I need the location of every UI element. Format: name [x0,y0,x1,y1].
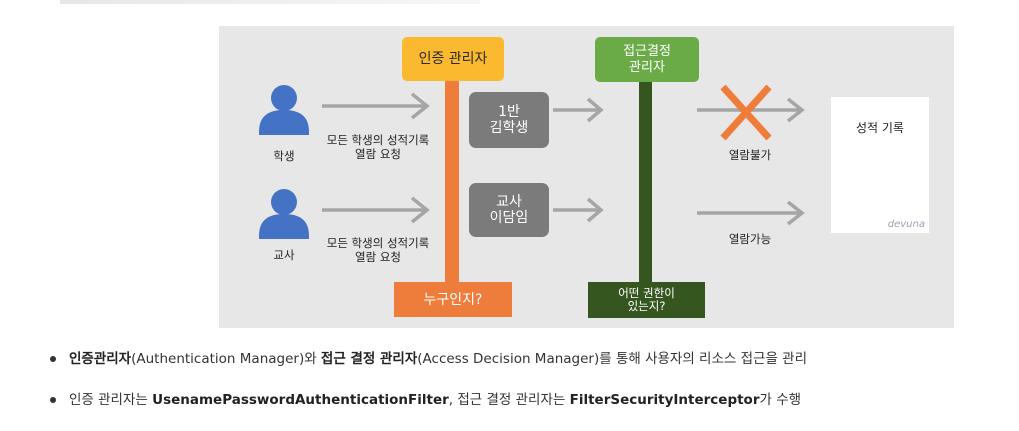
deny-x-icon [720,84,772,141]
bullet1-seg4: (Access Decision Manager)를 통해 사용자의 리소스 접… [417,351,808,367]
student-person-icon [259,85,309,135]
bullet-list: 인증관리자(Authentication Manager)와 접근 결정 관리자… [48,349,998,431]
question-what-line1: 어떤 권한이 [618,286,675,300]
arrow-student-to-auth [322,92,430,120]
result-allowed-label: 열람가능 [728,232,772,246]
teacher-request-line2: 열람 요청 [355,250,401,264]
grade-record-card: 성적 기록 devuna [831,97,929,233]
bullet1-seg1: 인증관리자 [69,351,132,367]
bullet2-seg3: , 접근 결정 관리자는 [448,392,570,408]
identity-box-teacher: 교사 이담임 [469,183,549,237]
access-manager-label: 접근결정 관리자 [623,44,671,76]
auth-manager-label: 인증 관리자 [418,51,488,67]
identity-teacher-line1: 교사 [496,194,522,210]
question-what-box: 어떤 권한이 있는지? [588,282,705,318]
bullet-dot-icon [50,397,56,403]
teacher-label: 교사 [273,248,295,262]
access-manager-label-line2: 관리자 [629,59,665,75]
arrow-kim-to-access [553,97,604,123]
teacher-request-line1: 모든 학생의 성적기록 [326,236,430,250]
question-what-line2: 있는지? [627,299,666,313]
identity-teacher-label: 교사 이담임 [490,194,529,226]
bullet2-seg1: 인증 관리자는 [69,392,153,408]
identity-teacher-line2: 이담임 [489,210,529,226]
bullet-item-1: 인증관리자(Authentication Manager)와 접근 결정 관리자… [48,349,998,369]
student-request-line2: 열람 요청 [355,147,401,161]
identity-student-line1: 1반 [498,104,520,120]
access-manager-label-line1: 접근결정 [623,43,671,59]
bullet2-seg4: FilterSecurityInterceptor [569,392,760,408]
identity-student-line2: 김학생 [489,120,529,136]
arrow-to-record-allowed [697,200,805,226]
bullet2-seg2: UsenamePasswordAuthenticationFilter [152,392,449,408]
top-edge-fade [60,0,480,4]
bullet1-seg2: (Authentication Manager)와 [131,351,321,367]
identity-student-label: 1반 김학생 [490,104,529,136]
arrow-teacher-to-auth [322,196,430,224]
auth-manager-bar [445,81,459,282]
arrow-lee-to-access [553,197,604,223]
grade-record-title: 성적 기록 [856,121,904,135]
identity-box-student: 1반 김학생 [469,92,549,148]
student-request-line1: 모든 학생의 성적기록 [326,133,430,147]
access-manager-bar [639,82,652,282]
access-manager-box: 접근결정 관리자 [595,37,699,82]
question-who-box: 누구인지? [394,282,512,317]
auth-manager-box: 인증 관리자 [402,37,504,81]
bullet2-seg5: 가 수행 [759,392,802,408]
bullet-dot-icon [50,356,56,362]
question-what-label: 어떤 권한이 있는지? [618,287,675,313]
student-request-label: 모든 학생의 성적기록 열람 요청 [313,133,443,161]
question-who-label: 누구인지? [423,291,483,308]
watermark-text: devuna [887,219,925,230]
bullet-item-2: 인증 관리자는 UsenamePasswordAuthenticationFil… [48,390,998,410]
bullet1-seg3: 접근 결정 관리자 [320,351,418,367]
result-denied-label: 열람불가 [728,148,772,162]
student-label: 학생 [273,149,295,163]
teacher-request-label: 모든 학생의 성적기록 열람 요청 [313,236,443,264]
security-flow-diagram: 인증 관리자 접근결정 관리자 1반 김학생 교사 이담임 누구인지? 어떤 권… [219,26,954,328]
teacher-person-icon [259,189,309,239]
